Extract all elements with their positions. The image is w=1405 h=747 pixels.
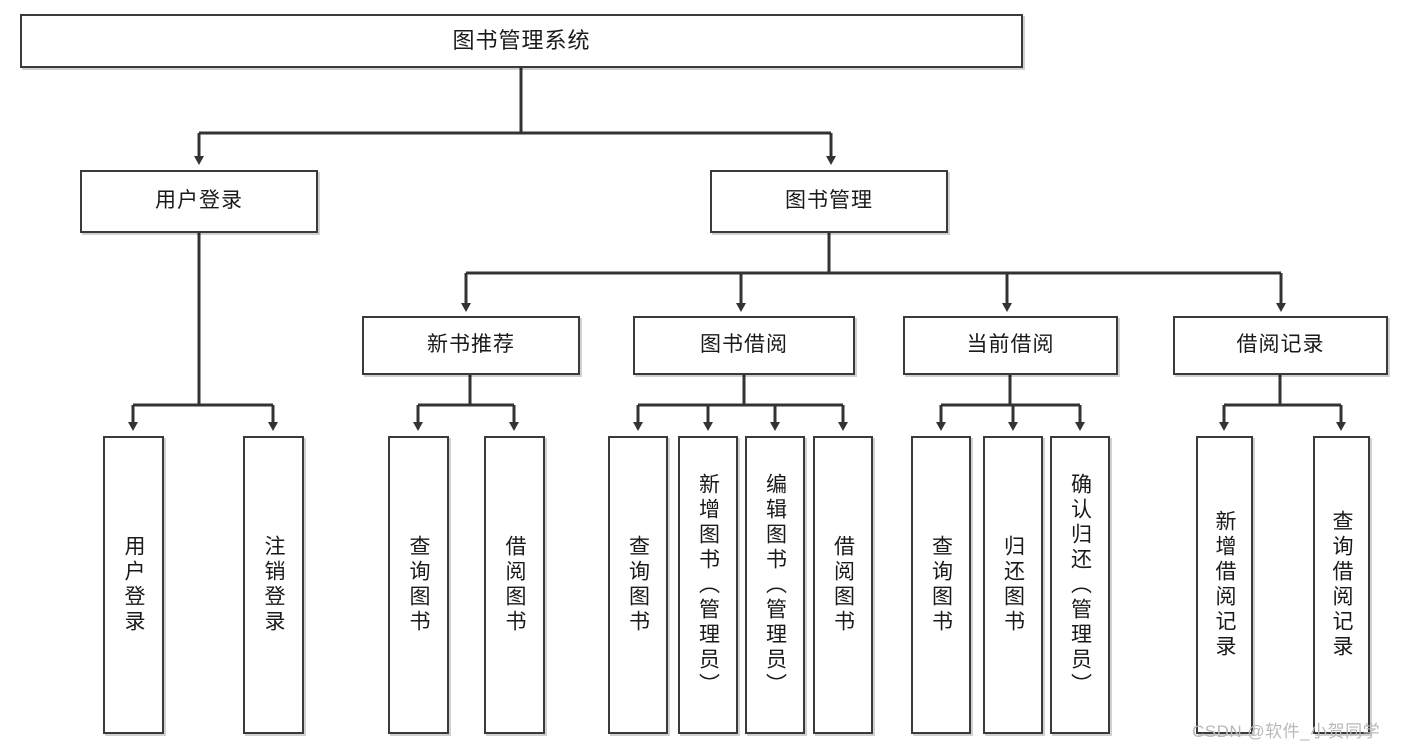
node-leaf-user-login-label: 用户登录 (122, 535, 145, 635)
node-leaf-add-book-admin[interactable]: 新增图书（管理员） (678, 436, 738, 734)
node-leaf-edit-book-admin[interactable]: 编辑图书（管理员） (745, 436, 805, 734)
node-book-borrow-label: 图书借阅 (700, 333, 788, 357)
node-leaf-add-borrow-record-label: 新增借阅记录 (1213, 510, 1236, 660)
node-book-management-label: 图书管理 (785, 189, 873, 213)
node-book-borrow[interactable]: 图书借阅 (633, 316, 855, 375)
node-leaf-query-books-bb[interactable]: 查询图书 (608, 436, 668, 734)
node-leaf-query-books-cb[interactable]: 查询图书 (911, 436, 971, 734)
csdn-watermark: CSDN @软件_小贺同学 (1192, 722, 1381, 741)
node-leaf-return-books[interactable]: 归还图书 (983, 436, 1043, 734)
node-borrow-record-label: 借阅记录 (1236, 333, 1325, 357)
node-leaf-return-books-label: 归还图书 (1001, 535, 1025, 635)
node-leaf-borrow-books-nbr-label: 借阅图书 (503, 535, 526, 635)
node-new-book-recommend[interactable]: 新书推荐 (362, 316, 580, 375)
node-leaf-add-borrow-record[interactable]: 新增借阅记录 (1196, 436, 1253, 734)
node-leaf-query-borrow-record-label: 查询借阅记录 (1330, 510, 1353, 660)
node-leaf-user-logout[interactable]: 注销登录 (243, 436, 304, 734)
node-user-login[interactable]: 用户登录 (80, 170, 318, 233)
node-leaf-query-books-nbr[interactable]: 查询图书 (388, 436, 449, 734)
node-leaf-user-logout-label: 注销登录 (262, 535, 285, 635)
node-root[interactable]: 图书管理系统 (20, 14, 1023, 68)
node-root-label: 图书管理系统 (452, 28, 591, 54)
node-leaf-borrow-books-bb[interactable]: 借阅图书 (813, 436, 873, 734)
node-leaf-query-books-cb-label: 查询图书 (929, 535, 953, 635)
node-current-borrow-label: 当前借阅 (966, 333, 1055, 357)
node-leaf-query-books-bb-label: 查询图书 (626, 535, 650, 635)
node-borrow-record[interactable]: 借阅记录 (1173, 316, 1388, 375)
node-leaf-edit-book-admin-label: 编辑图书（管理员） (763, 472, 787, 698)
node-leaf-confirm-return-admin[interactable]: 确认归还（管理员） (1050, 436, 1110, 734)
node-book-management[interactable]: 图书管理 (710, 170, 948, 233)
node-leaf-borrow-books-bb-label: 借阅图书 (831, 535, 855, 635)
node-leaf-borrow-books-nbr[interactable]: 借阅图书 (484, 436, 545, 734)
node-leaf-query-books-nbr-label: 查询图书 (407, 535, 430, 635)
node-user-login-label: 用户登录 (155, 189, 243, 213)
node-leaf-user-login[interactable]: 用户登录 (103, 436, 164, 734)
node-leaf-add-book-admin-label: 新增图书（管理员） (696, 472, 720, 698)
node-current-borrow[interactable]: 当前借阅 (903, 316, 1118, 375)
node-leaf-confirm-return-admin-label: 确认归还（管理员） (1068, 472, 1092, 698)
node-new-book-recommend-label: 新书推荐 (427, 333, 515, 357)
node-leaf-query-borrow-record[interactable]: 查询借阅记录 (1313, 436, 1370, 734)
